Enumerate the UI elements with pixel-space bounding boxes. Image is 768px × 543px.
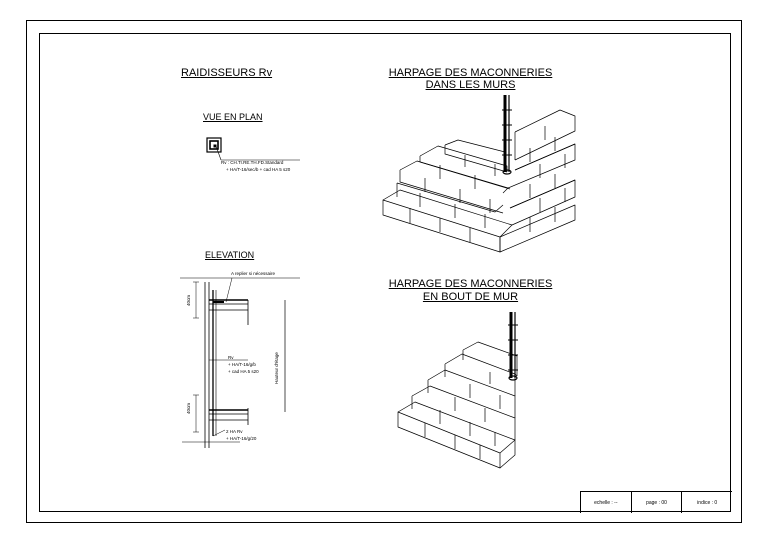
drawing-frame xyxy=(39,33,731,512)
plan-note-1: Rv : CH.Tr.RE.TH.FD.Standard xyxy=(221,160,284,165)
elevation-drawing xyxy=(180,277,300,448)
rv-note-1: Rv xyxy=(228,355,234,360)
title-block: echelle : -- page : 00 indice : 0 xyxy=(580,491,732,513)
index-cell: indice : 0 xyxy=(697,499,718,506)
plan-view-symbol xyxy=(206,137,300,161)
end-harpage-title-2: EN BOUT DE MUR xyxy=(422,291,519,303)
end-masonry-drawing xyxy=(397,312,518,469)
plan-note-2: + HA/T-16/sec/b + cad HA 5 s20 xyxy=(226,167,291,172)
corner-harpage-title-1: HARPAGE DES MACONNERIES xyxy=(388,67,553,79)
raidisseurs-title: RAIDISSEURS Rv xyxy=(181,67,273,79)
elevation-label: ELEVATION xyxy=(205,250,255,260)
end-harpage-title-1: HARPAGE DES MACONNERIES xyxy=(388,278,553,290)
page-cell: page : 00 xyxy=(632,492,683,513)
bottom-note-1: 2 HA Rv xyxy=(226,429,243,434)
rv-note-3: + cad HA 5 s20 xyxy=(228,369,259,374)
bottom-note-2: + HA/T-16/g/20 xyxy=(226,436,257,441)
outer-frame xyxy=(26,20,742,523)
plan-view-label: VUE EN PLAN xyxy=(203,112,263,122)
scale-cell: echelle : -- xyxy=(581,492,632,513)
rv-note-2: + HA/T-16/g/b xyxy=(228,362,256,367)
corner-harpage-title-2: DANS LES MURS xyxy=(425,79,516,91)
elevation-note-top: A replier si nécessaire xyxy=(231,271,276,276)
corner-masonry-drawing xyxy=(382,95,576,253)
